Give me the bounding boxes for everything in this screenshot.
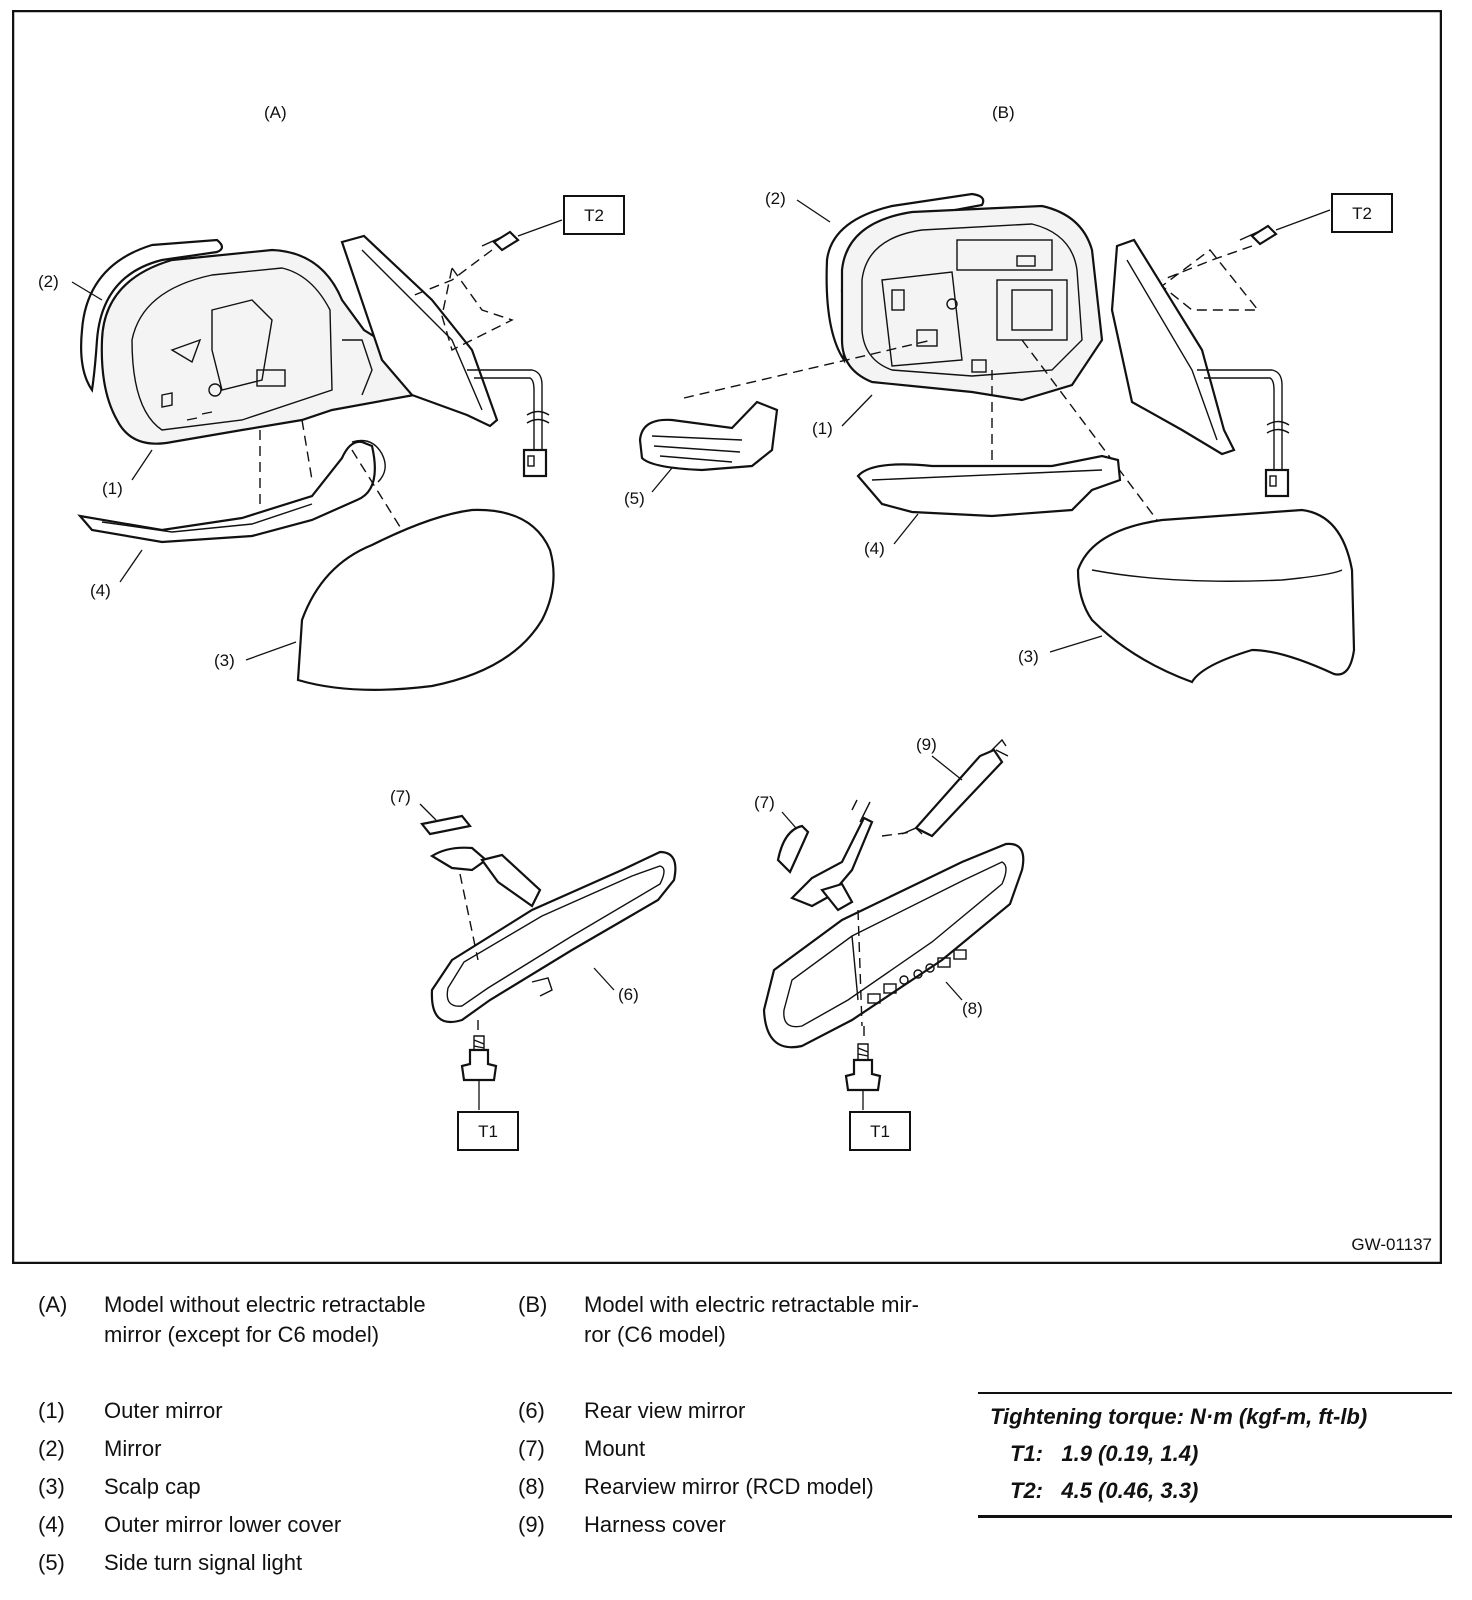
scalp-cap-a — [296, 508, 555, 691]
svg-text:(2): (2) — [38, 272, 59, 291]
bolt-t1-left — [460, 1035, 498, 1110]
harness-cover — [901, 738, 1009, 838]
torque-row-t2: T2: 4.5 (0.46, 3.3) — [1010, 1478, 1199, 1503]
svg-text:(4): (4) — [864, 539, 885, 558]
mirror-base-b — [1110, 238, 1290, 498]
side-turn-signal-b — [638, 400, 779, 472]
torque-tag-t1-left — [457, 1111, 519, 1151]
bolt-t1-right — [844, 1043, 882, 1110]
torque-row-t1: T1: 1.9 (0.19, 1.4) — [1010, 1441, 1199, 1466]
figure-code: GW-01137 — [1351, 1235, 1432, 1254]
svg-text:T2: T2 — [1352, 204, 1372, 223]
torque-tag-t2-a — [563, 195, 625, 235]
mirror-base-a — [340, 234, 550, 478]
scalp-cap-b — [1076, 508, 1356, 684]
view-label-b: (B) — [992, 103, 1015, 122]
view-label-a: (A) — [264, 103, 287, 122]
outer-mirror-a — [80, 238, 420, 445]
torque-table: Tightening torque: N·m (kgf-m, ft-lb) T1… — [978, 1392, 1452, 1518]
svg-text:T2: T2 — [584, 206, 604, 225]
rear-view-mirror — [420, 814, 677, 1023]
svg-text:(8): (8) — [962, 999, 983, 1018]
bolt-t2-b — [1160, 209, 1331, 311]
lower-cover-a — [77, 439, 386, 544]
svg-text:(6): (6) — [618, 985, 639, 1004]
svg-text:T1: T1 — [478, 1122, 498, 1141]
bolt-t2-a — [411, 219, 563, 352]
torque-tag-t2-b — [1331, 193, 1393, 233]
diagram-frame: (A) T2 — [12, 10, 1442, 1264]
svg-text:(7): (7) — [390, 787, 411, 806]
svg-text:(5): (5) — [624, 489, 645, 508]
svg-text:(9): (9) — [916, 735, 937, 754]
svg-text:(1): (1) — [812, 419, 833, 438]
svg-text:(7): (7) — [754, 793, 775, 812]
lower-cover-b — [856, 454, 1122, 518]
svg-text:T1: T1 — [870, 1122, 890, 1141]
svg-text:(1): (1) — [102, 479, 123, 498]
svg-text:(3): (3) — [1018, 647, 1039, 666]
svg-text:(4): (4) — [90, 581, 111, 600]
torque-table-title: Tightening torque: N·m (kgf-m, ft-lb) — [990, 1404, 1368, 1429]
outer-mirror-b — [825, 192, 1104, 402]
svg-text:(2): (2) — [765, 189, 786, 208]
torque-tag-t1-right — [849, 1111, 911, 1151]
rearview-mirror-rcd — [762, 799, 1025, 1049]
svg-text:(3): (3) — [214, 651, 235, 670]
